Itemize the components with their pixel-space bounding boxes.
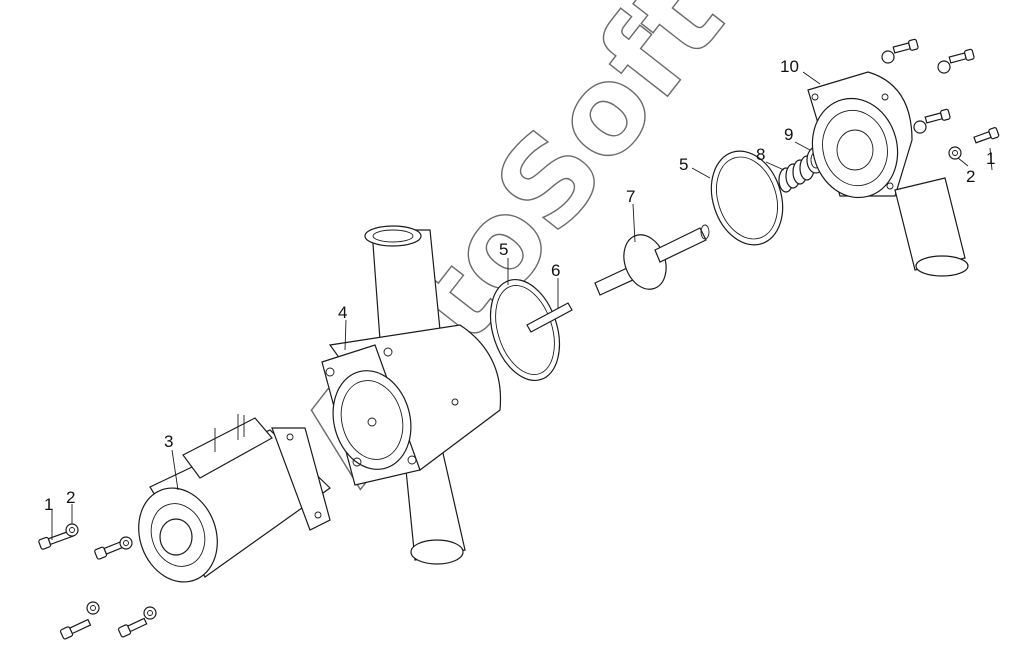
callout-5-left: 5 [499,240,508,259]
callout-10: 10 [780,57,799,76]
callout-2-left: 2 [66,488,75,507]
bolt-washer-set-top-right [881,38,1000,160]
callout-8: 8 [756,145,765,164]
callout-4: 4 [338,303,347,322]
o-ring-part-left [489,278,561,382]
bolt-washer-set-bottom-left [38,523,157,640]
washer [65,523,79,537]
callout-7: 7 [626,187,635,206]
callout-5-right: 5 [679,155,688,174]
bolt [117,617,148,638]
washer [86,601,100,615]
callout-9: 9 [784,125,793,144]
washer [119,536,133,550]
outlet-cover-part [807,71,969,277]
washer [143,606,157,620]
housing-part [321,225,502,565]
pin-part [526,302,573,333]
callout-1-left: 1 [44,495,53,514]
o-ring-part-right [710,150,784,246]
bolt [59,618,92,640]
valve-stem-part [594,224,710,296]
callout-1-right: 1 [986,149,995,168]
callout-3: 3 [164,432,173,451]
bolt [94,540,124,560]
callout-6: 6 [551,261,560,280]
solenoid-part [138,414,331,583]
leader-lines [51,71,993,540]
callout-2-right: 2 [966,167,975,186]
